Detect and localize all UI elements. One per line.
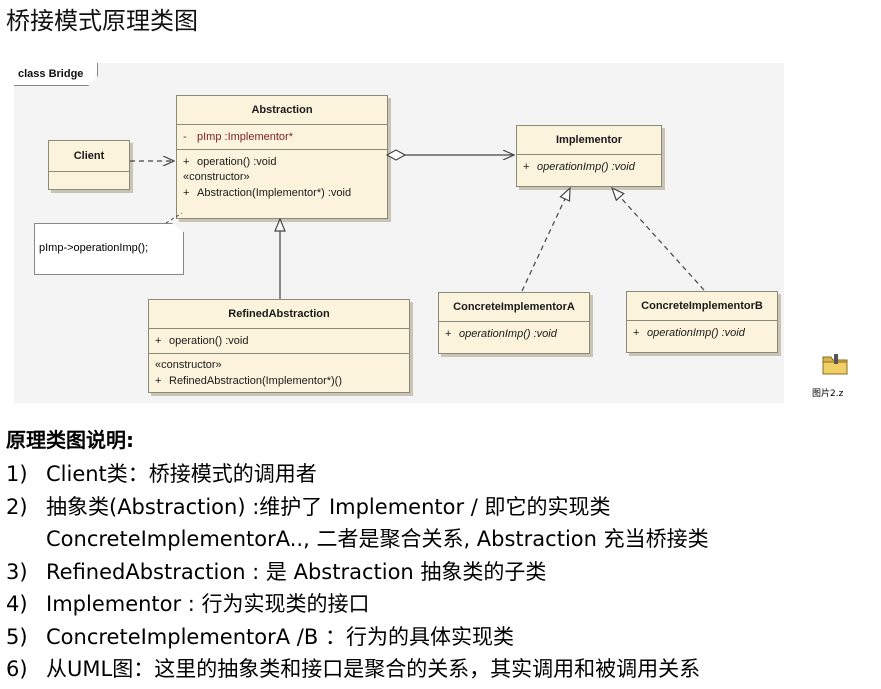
class-refined-abstraction[interactable]: RefinedAbstraction + operation() :void «… [148, 299, 410, 393]
realization-concrete-a [521, 188, 570, 292]
folder-label: 图片2.z [812, 389, 844, 399]
stereotype-label: «constructor» [183, 171, 250, 183]
operation-row: + RefinedAbstraction(Implementor*)() [155, 375, 343, 387]
class-name: ConcreteImplementorA [439, 293, 589, 322]
class-concrete-implementor-b[interactable]: ConcreteImplementorB + operationImp() :v… [626, 291, 778, 353]
operation-row: + operationImp() :void [445, 328, 557, 340]
description-section: 原理类图说明: 1)Client类：桥接模式的调用者 2)抽象类(Abstrac… [6, 424, 881, 686]
note-text: pImp->operationImp(); [39, 242, 149, 254]
relationship-connectors [130, 63, 705, 299]
class-concrete-implementor-a[interactable]: ConcreteImplementorA + operationImp() :v… [438, 292, 590, 354]
class-name: Abstraction [177, 96, 387, 125]
diagram-frame-label: class Bridge [14, 63, 99, 86]
class-implementor[interactable]: Implementor + operationImp() :void [516, 125, 662, 187]
description-item: 4)Implementor : 行为实现类的接口 [6, 592, 370, 616]
note-comment[interactable]: pImp->operationImp(); [34, 223, 184, 275]
class-name: Client [49, 141, 129, 172]
description-item: ConcreteImplementorA.., 二者是聚合关系, Abstrac… [46, 527, 709, 551]
class-name: ConcreteImplementorB [627, 292, 777, 321]
description-item: 2)抽象类(Abstraction) :维护了 Implementor / 即它… [6, 494, 611, 519]
operation-row: + operation() :void [155, 335, 249, 347]
operations-section: + operation() :void «constructor» + Abst… [177, 150, 387, 205]
folder-icon[interactable] [822, 352, 848, 376]
description-item: 5)ConcreteImplementorA /B ：行为的具体实现类 [6, 624, 514, 649]
stereotype-label: «constructor» [155, 359, 222, 371]
operation-row: + operationImp() :void [523, 161, 635, 173]
description-heading: 原理类图说明: [6, 428, 134, 452]
operations-section: + operationImp() :void [627, 321, 777, 345]
class-abstraction[interactable]: Abstraction - pImp :Implementor* + opera… [176, 95, 388, 219]
operations-section: + operationImp() :void [517, 155, 661, 179]
class-name: Implementor [517, 126, 661, 155]
operations-section: + operation() :void [149, 329, 409, 354]
uml-class-diagram: class Bridge Abstraction - pImp :Impleme… [14, 63, 784, 403]
class-client[interactable]: Client [48, 140, 130, 190]
operation-row: + Abstraction(Implementor*) :void [183, 187, 352, 199]
page-title: 桥接模式原理类图 [6, 7, 198, 35]
attribute-row: - pImp :Implementor* [183, 131, 293, 143]
note-anchor-line [165, 212, 183, 224]
operations-section: + operationImp() :void [439, 322, 589, 346]
description-item: 6)从UML图：这里的抽象类和接口是聚合的关系，其实调用和被调用关系 [6, 657, 701, 681]
class-name: RefinedAbstraction [149, 300, 409, 329]
attributes-section: - pImp :Implementor* [177, 125, 387, 150]
constructors-section: «constructor» + RefinedAbstraction(Imple… [149, 354, 409, 393]
description-item: 3)RefinedAbstraction : 是 Abstraction 抽象类… [6, 559, 547, 584]
operation-row: + operation() :void [183, 156, 277, 168]
description-item: 1)Client类：桥接模式的调用者 [6, 462, 317, 486]
realization-concrete-b [612, 188, 705, 291]
operation-row: + operationImp() :void [633, 327, 745, 339]
